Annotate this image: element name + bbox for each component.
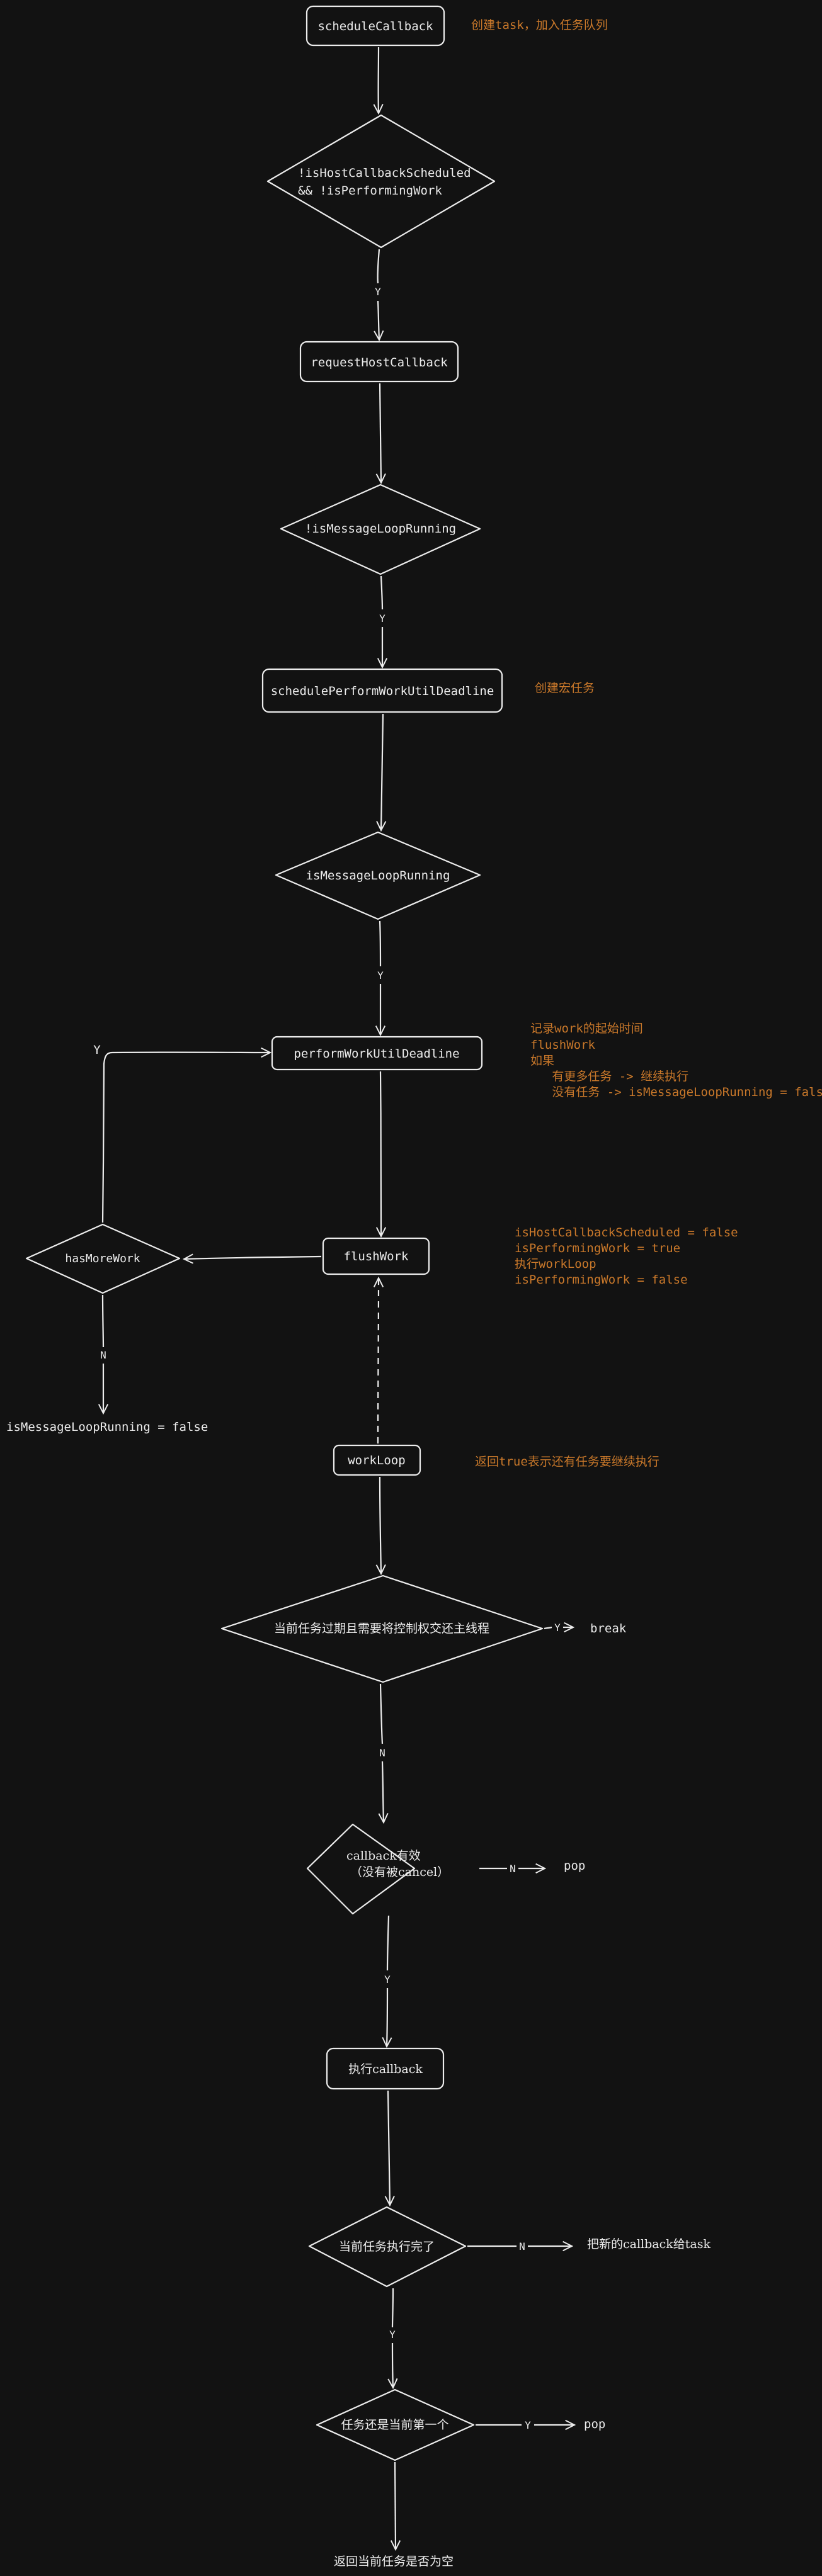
node-execute-callback: 执行callback bbox=[326, 2047, 445, 2090]
decision-has-more-work-label: hasMoreWork bbox=[65, 1252, 140, 1265]
edge-label-callback-valid-yes: Y bbox=[384, 1974, 391, 1986]
decision-not-message-loop-running-label: !isMessageLoopRunning bbox=[305, 522, 456, 536]
edge-not-running-yes-upper bbox=[380, 575, 384, 610]
edge-label-callback-valid-no: N bbox=[510, 1863, 516, 1875]
edge-expired-yes-left bbox=[544, 1626, 552, 1630]
edge-label-has-more-work-no: N bbox=[100, 1349, 106, 1361]
note-perform-work-line-1: 记录work的起始时间 bbox=[530, 1022, 643, 1036]
text-message-loop-false: isMessageLoopRunning = false bbox=[6, 1420, 208, 1434]
decision-callback-valid-line-1: callback有效 bbox=[346, 1849, 421, 1863]
node-work-loop: workLoop bbox=[333, 1444, 421, 1476]
text-return-if-empty: 返回当前任务是否为空 bbox=[334, 2555, 454, 2568]
node-request-host-callback-label: requestHostCallback bbox=[311, 356, 448, 370]
text-pop-2: pop bbox=[584, 2417, 605, 2431]
edge-label-expired-yes: Y bbox=[554, 1622, 561, 1634]
edge-label-running-yes: Y bbox=[377, 969, 384, 981]
edge-still-first-to-return bbox=[395, 2461, 396, 2550]
edge-expired-no-lower bbox=[382, 1761, 384, 1822]
edge-execute-to-task-done bbox=[388, 2090, 390, 2205]
decision-callback-valid: callback有效 （没有被cancel） bbox=[306, 1823, 449, 1915]
text-assign-new-callback: 把新的callback给task bbox=[587, 2237, 711, 2251]
node-execute-callback-label: 执行callback bbox=[348, 2062, 423, 2076]
text-break: break bbox=[590, 1622, 627, 1635]
edge-task-done-yes-upper bbox=[391, 2288, 394, 2328]
decision-task-still-first-label: 任务还是当前第一个 bbox=[341, 2418, 448, 2432]
note-perform-work-line-2: flushWork bbox=[530, 1038, 596, 1052]
edge-flush-to-has-more-work bbox=[184, 1257, 322, 1259]
note-perform-work-line-3: 如果 bbox=[530, 1054, 554, 1068]
text-pop-1: pop bbox=[564, 1859, 585, 1873]
note-perform-work: 记录work的起始时间 flushWork 如果 有更多任务 -> 继续执行 没… bbox=[530, 1022, 822, 1099]
edge-work-loop-to-expired bbox=[380, 1476, 381, 1574]
note-flush-work-line-2: isPerformingWork = true bbox=[515, 1241, 680, 1255]
note-create-task: 创建task，加入任务队列 bbox=[471, 18, 608, 32]
decision-task-still-first: 任务还是当前第一个 bbox=[316, 2388, 475, 2461]
note-flush-work-line-3: 执行workLoop bbox=[515, 1257, 597, 1271]
edge-expired-no-upper bbox=[379, 1683, 384, 1744]
note-flush-work-line-1: isHostCallbackScheduled = false bbox=[515, 1226, 738, 1240]
node-schedule-callback: scheduleCallback bbox=[305, 5, 445, 47]
node-schedule-callback-label: scheduleCallback bbox=[317, 20, 433, 33]
decision-host-scheduled-line-2: && !isPerformingWork bbox=[298, 184, 442, 198]
edge-task-done-yes-lower bbox=[392, 2342, 393, 2388]
node-perform-work-until-deadline-label: performWorkUtilDeadline bbox=[294, 1047, 459, 1061]
note-flush-work-line-4: isPerformingWork = false bbox=[515, 1273, 688, 1287]
decision-has-more-work: hasMoreWork bbox=[25, 1223, 181, 1294]
decision-task-done: 当前任务执行完了 bbox=[308, 2206, 467, 2288]
decision-callback-valid-line-2: （没有被cancel） bbox=[350, 1865, 449, 1879]
decision-message-loop-running-label: isMessageLoopRunning bbox=[306, 869, 450, 883]
decision-not-message-loop-running: !isMessageLoopRunning bbox=[280, 483, 481, 575]
node-flush-work-label: flushWork bbox=[344, 1250, 409, 1263]
edge-host-scheduled-yes-upper bbox=[377, 249, 380, 284]
note-perform-work-line-4: 有更多任务 -> 继续执行 bbox=[530, 1070, 688, 1083]
node-perform-work-until-deadline: performWorkUtilDeadline bbox=[271, 1036, 483, 1071]
edge-label-still-first-yes: Y bbox=[525, 2419, 531, 2431]
note-flush-work: isHostCallbackScheduled = false isPerfor… bbox=[515, 1226, 738, 1287]
decision-host-scheduled-line-1: !isHostCallbackScheduled bbox=[298, 166, 471, 180]
note-create-macrotask: 创建宏任务 bbox=[535, 681, 595, 695]
decision-expired-label: 当前任务过期且需要将控制权交还主线程 bbox=[274, 1622, 489, 1635]
edge-callback-valid-yes-upper bbox=[386, 1915, 390, 1971]
edge-host-scheduled-yes-lower bbox=[378, 300, 379, 340]
node-request-host-callback: requestHostCallback bbox=[299, 341, 459, 383]
edge-label-task-done-no: N bbox=[519, 2240, 525, 2252]
decision-expired: 当前任务过期且需要将控制权交还主线程 bbox=[220, 1574, 544, 1683]
decision-task-done-label: 当前任务执行完了 bbox=[339, 2240, 435, 2254]
decision-message-loop-running: isMessageLoopRunning bbox=[275, 831, 481, 920]
node-schedule-perform-work-label: schedulePerformWorkUtilDeadline bbox=[271, 684, 494, 698]
edge-label-task-done-yes: Y bbox=[389, 2329, 396, 2341]
edge-label-message-loop-yes: Y bbox=[379, 613, 385, 624]
node-schedule-perform-work: schedulePerformWorkUtilDeadline bbox=[261, 668, 503, 713]
edge-work-loop-returns-to-flush bbox=[378, 1278, 379, 1444]
edge-request-to-decision bbox=[380, 383, 381, 483]
edge-label-has-more-work-yes: Y bbox=[93, 1043, 101, 1057]
edge-schedule-perform-to-decision bbox=[381, 713, 383, 830]
edge-label-host-scheduled-yes: Y bbox=[375, 286, 381, 298]
note-perform-work-line-5: 没有任务 -> isMessageLoopRunning = false bbox=[530, 1085, 822, 1099]
edge-has-more-work-yes bbox=[101, 1053, 270, 1223]
edge-perform-to-flush bbox=[380, 1071, 381, 1236]
note-work-loop: 返回true表示还有任务要继续执行 bbox=[475, 1455, 659, 1469]
edge-label-expired-no: N bbox=[379, 1747, 385, 1759]
decision-host-scheduled: !isHostCallbackScheduled && !isPerformin… bbox=[266, 114, 496, 249]
node-flush-work: flushWork bbox=[322, 1237, 430, 1275]
node-work-loop-label: workLoop bbox=[348, 1454, 406, 1467]
